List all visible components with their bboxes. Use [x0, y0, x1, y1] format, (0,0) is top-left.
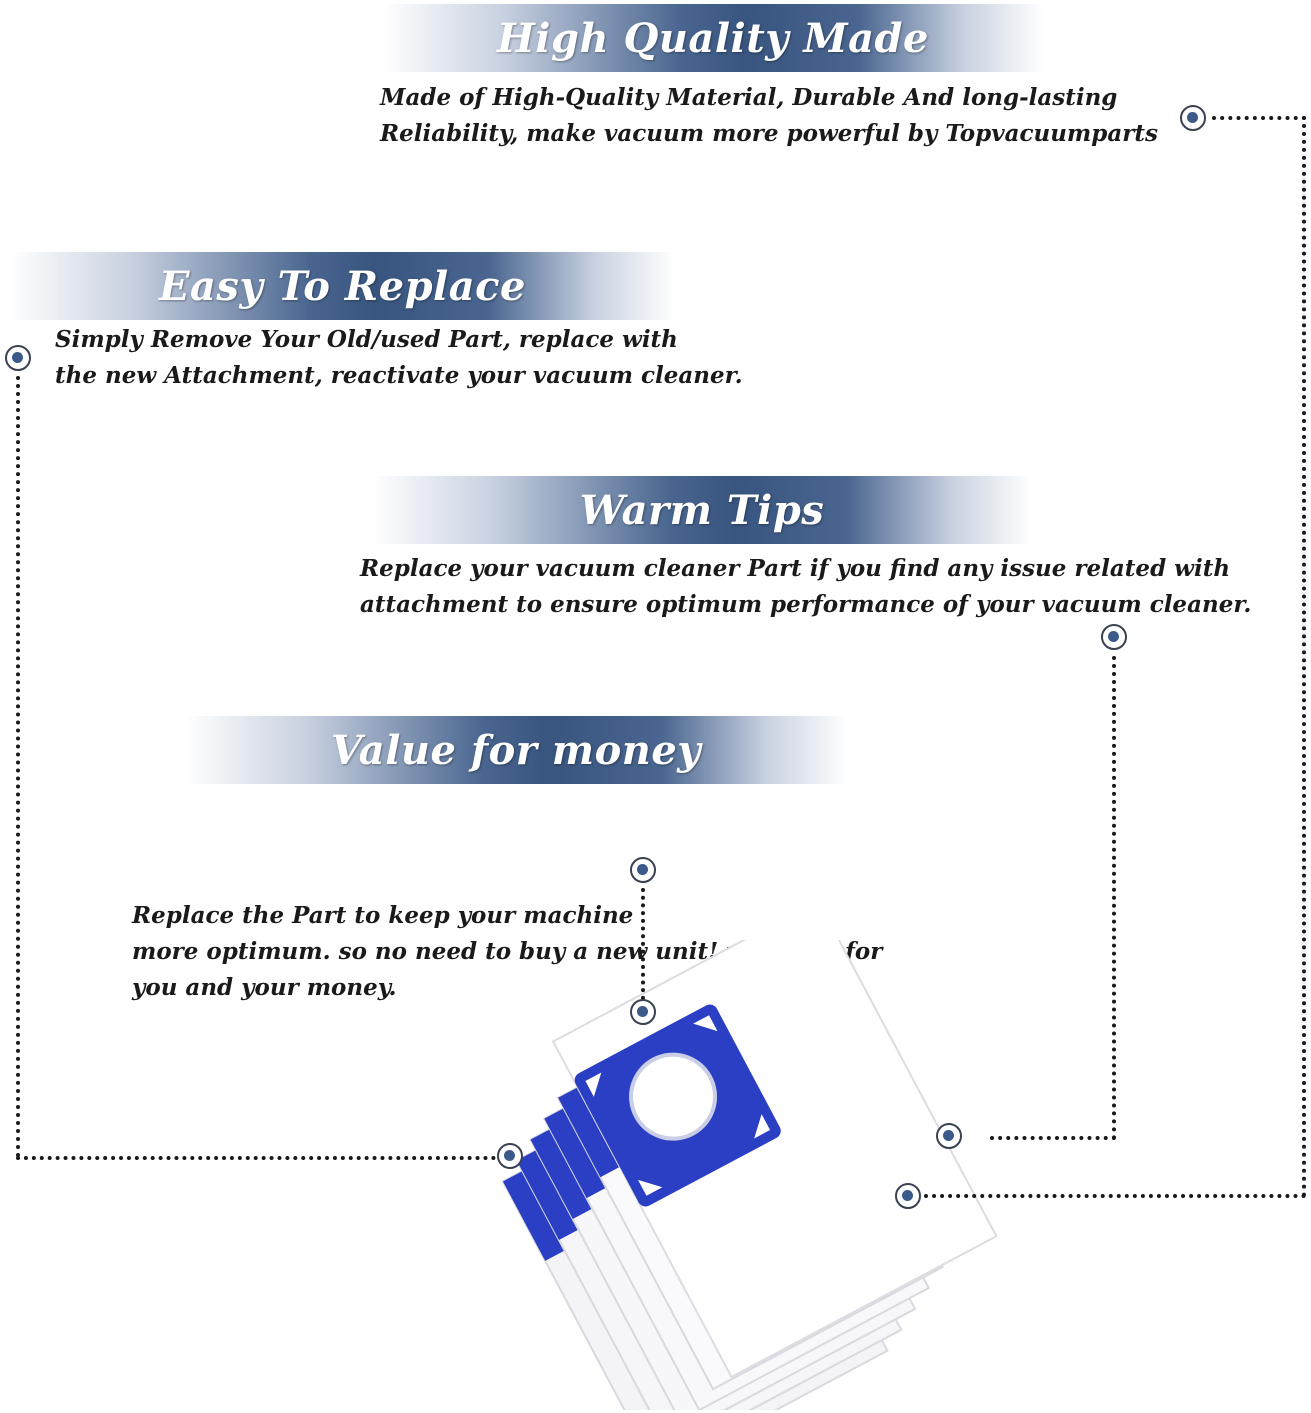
- banner-value-for-money: Value for money: [185, 716, 847, 784]
- description-line: attachment to ensure optimum performance…: [360, 591, 1252, 618]
- description-line: Replace your vacuum cleaner Part if you …: [360, 555, 1231, 582]
- description-line: Simply Remove Your Old/used Part, replac…: [55, 326, 678, 353]
- connector-line: [1212, 116, 1306, 124]
- connector-line: [1302, 116, 1310, 1198]
- connector-line: [1112, 656, 1120, 1140]
- marker-dot: [1180, 105, 1206, 131]
- section-title: Warm Tips: [579, 486, 825, 534]
- section-title: Easy To Replace: [159, 262, 526, 310]
- vacuum-bags-image: [501, 940, 998, 1410]
- section-description: Replace your vacuum cleaner Part if you …: [360, 551, 1251, 623]
- description-line: Replace the Part to keep your machine: [132, 902, 634, 929]
- connector-line: [641, 888, 649, 1000]
- connector-line: [16, 376, 24, 1158]
- connector-line: [16, 1156, 496, 1164]
- banner-high-quality-made: High Quality Made: [382, 4, 1044, 72]
- marker-dot: [630, 857, 656, 883]
- section-title: Value for money: [330, 726, 702, 774]
- marker-dot: [497, 1143, 523, 1169]
- description-line: you and your money.: [132, 974, 397, 1001]
- connector-line: [990, 1136, 1116, 1144]
- marker-dot: [936, 1123, 962, 1149]
- bag-front: [551, 940, 998, 1379]
- banner-warm-tips: Warm Tips: [372, 476, 1032, 544]
- marker-dot: [5, 345, 31, 371]
- marker-dot: [1101, 624, 1127, 650]
- banner-easy-to-replace: Easy To Replace: [10, 252, 675, 320]
- section-description: Simply Remove Your Old/used Part, replac…: [55, 322, 743, 394]
- marker-dot: [895, 1183, 921, 1209]
- description-line: the new Attachment, reactivate your vacu…: [55, 362, 743, 389]
- description-line: Made of High-Quality Material, Durable A…: [380, 84, 1118, 111]
- section-description: Made of High-Quality Material, Durable A…: [380, 80, 1158, 152]
- section-title: High Quality Made: [497, 14, 929, 62]
- connector-line: [924, 1194, 1306, 1202]
- marker-dot: [630, 999, 656, 1025]
- description-line: Reliability, make vacuum more powerful b…: [380, 120, 1158, 147]
